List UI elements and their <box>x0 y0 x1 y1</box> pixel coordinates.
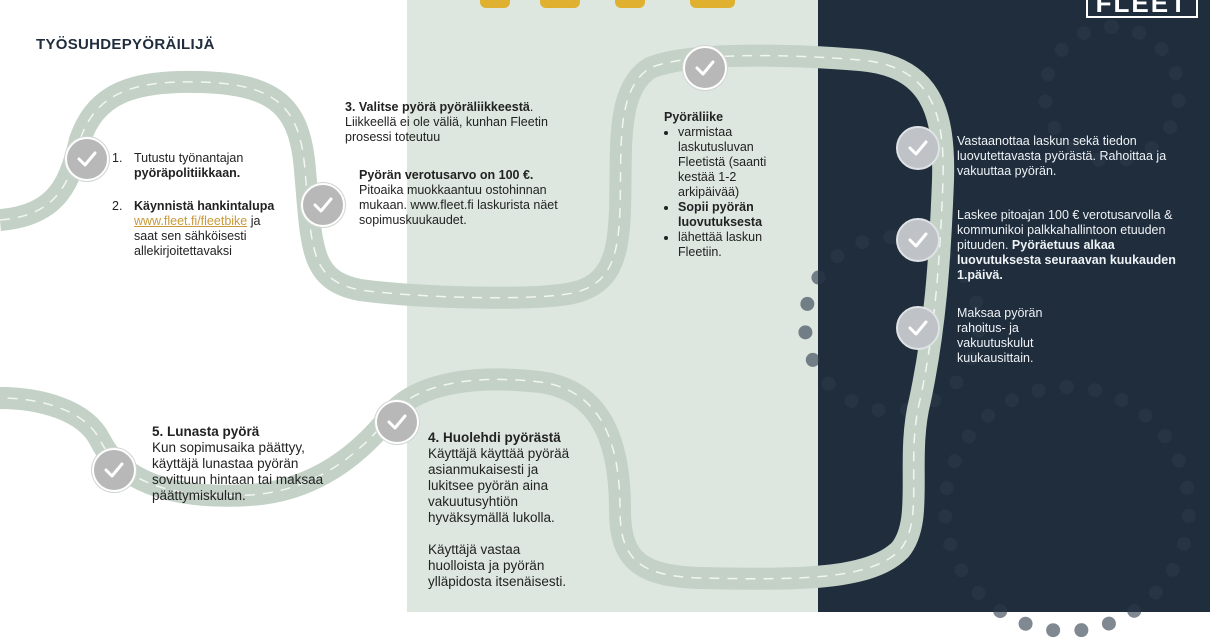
step4-body: Käyttäjä käyttää pyörää asianmukaisesti … <box>428 446 570 525</box>
fleet-logo: FLEET <box>1085 0 1198 18</box>
step1-check-icon <box>65 137 109 181</box>
step2-bold: Käynnistä hankintalupa <box>134 199 275 213</box>
shop-bullet-1: varmistaa laskutusluvan Fleetistä (saant… <box>678 125 774 200</box>
fleet-check-icon-1 <box>896 126 940 170</box>
step4-text: 4. Huolehdi pyörästä Käyttäjä käyttää py… <box>428 430 578 590</box>
step1-bold: pyöräpolitiikkaan. <box>134 166 241 180</box>
step3-vero-bold: Pyörän verotusarvo on 100 €. <box>359 168 534 182</box>
step1-line: Tutustu työnantajan <box>134 151 244 165</box>
step2-text: 2. Käynnistä hankintalupa www.fleet.fi/fl… <box>112 199 297 259</box>
step3-heading: 3. Valitse pyörä pyöräliikkeestä <box>345 100 530 114</box>
step3-text: 3. Valitse pyörä pyöräliikkeestä. Liikke… <box>345 100 570 145</box>
shop-heading: Pyöräliike <box>664 110 724 124</box>
fleet-check-icon-3 <box>896 306 940 350</box>
fleet-p2: Laskee pitoajan 100 € verotusarvolla & k… <box>957 208 1173 252</box>
shop-text: Pyöräliike varmistaa laskutusluvan Fleet… <box>664 110 774 260</box>
step2-after-link: ja <box>247 214 261 228</box>
step2-line3: allekirjoitettavaksi <box>134 244 232 258</box>
header-logo-fragment <box>400 0 780 10</box>
step4-heading: 4. Huolehdi pyörästä <box>428 430 561 445</box>
fleetbike-link[interactable]: www.fleet.fi/fleetbike <box>134 214 248 228</box>
step5-text: 5. Lunasta pyörä Kun sopimusaika päättyy… <box>152 424 327 504</box>
shop-bullet-2: Sopii pyörän luovutuksesta <box>678 200 774 230</box>
step3-heading-end: . <box>529 100 534 114</box>
fleet-p3: Maksaa pyörän rahoitus- ja vakuutuskulut… <box>957 306 1043 365</box>
step3-body: Liikkeellä ei ole väliä, kunhan Fleetin … <box>345 115 548 144</box>
fleet-p2-bold: Pyöräetuus alkaa luovutuksesta seuraavan… <box>957 238 1176 282</box>
page-title: TYÖSUHDEPYÖRÄILIJÄ <box>36 36 215 53</box>
shop-check-icon <box>683 46 727 90</box>
fleet-text-2: Laskee pitoajan 100 € verotusarvolla & k… <box>957 208 1202 283</box>
step4-body2: Käyttäjä vastaa huolloista ja pyörän yll… <box>428 542 567 589</box>
fleet-p1: Vastaanottaa laskun sekä tiedon luovutet… <box>957 134 1167 178</box>
step1-text: 1. Tutustu työnantajan pyöräpolitiikkaan. <box>112 151 287 181</box>
step5-body: Kun sopimusaika päättyy, käyttäjä lunast… <box>152 440 324 503</box>
step1-number: 1. <box>112 151 123 165</box>
step3-check-icon <box>301 183 345 227</box>
step5-heading: 5. Lunasta pyörä <box>152 424 260 439</box>
fleet-text-1: Vastaanottaa laskun sekä tiedon luovutet… <box>957 134 1197 179</box>
step3-vero: Pyörän verotusarvo on 100 €. Pitoaika mu… <box>359 168 569 228</box>
fleet-check-icon-2 <box>896 218 940 262</box>
step5-check-icon <box>92 448 136 492</box>
step4-check-icon <box>375 400 419 444</box>
shop-bullet-3: lähettää laskun Fleetiin. <box>678 230 774 260</box>
step2-line2: saat sen sähköisesti <box>134 229 247 243</box>
shop-bullet-2-bold: Sopii pyörän luovutuksesta <box>678 200 763 229</box>
fleet-text-3: Maksaa pyörän rahoitus- ja vakuutuskulut… <box>957 306 1062 366</box>
step2-number: 2. <box>112 199 123 213</box>
step3-vero-body: Pitoaika muokkaantuu ostohinnan mukaan. … <box>359 183 558 227</box>
